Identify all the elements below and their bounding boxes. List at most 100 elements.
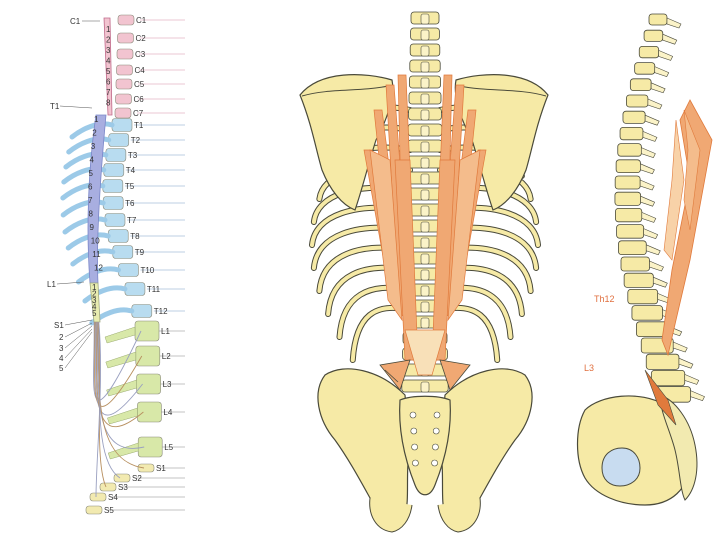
outer-label-l1: L1 [47,280,56,289]
outer-label-s1: S1 [54,321,64,330]
vertebral-body [118,15,134,25]
outer-label-s3: 3 [59,344,64,353]
lateral-vertebral-body [615,176,640,189]
mid-spinous-process [421,382,429,392]
vertebra-label-t7: T7 [127,216,137,225]
lateral-spinous-process [650,261,664,271]
lateral-spinous-process [685,374,699,384]
lateral-vertebral-body [618,241,646,255]
right-ilium [440,369,532,516]
thoracic-segment-number: 12 [94,264,103,273]
vertebra-label-l4: L4 [163,408,172,417]
outer-label-s5: 5 [59,364,64,373]
vertebra-label-t3: T3 [128,151,138,160]
lateral-spinous-process [644,229,658,239]
lateral-vertebral-body [620,127,643,139]
left-ilium [318,369,410,516]
cervical-segment-number: 7 [106,88,111,97]
thoracic-segment-number: 11 [92,250,101,259]
mid-spinous-process [421,30,429,40]
vertebra-label-t1: T1 [134,121,144,130]
vertebra-label-t12: T12 [154,307,168,316]
mid-spinous-process [421,62,429,72]
outer-label-s4: 4 [59,354,64,363]
mid-spinous-process [421,142,429,152]
vertebra-label-l5: L5 [164,443,173,452]
vertebral-body [136,346,160,366]
lateral-vertebral-body [617,225,644,239]
vertebra-label-c3: C3 [135,50,146,59]
vertebra-label-c7: C7 [133,109,144,118]
sacral-foramen [432,444,438,450]
lateral-vertebral-body [649,14,667,25]
vertebra-label-s5: S5 [104,506,114,515]
lateral-vertebral-body [623,111,645,123]
lateral-vertebral-body [632,306,663,321]
mid-spinous-process [421,286,429,296]
mid-spinous-process [421,190,429,200]
vertebra-label-l3: L3 [163,380,172,389]
label-l3: L3 [584,363,594,373]
lateral-spinous-process [663,34,677,44]
vertebra-label-t4: T4 [126,166,136,175]
vertebral-body [90,493,106,501]
vertebral-body [86,506,102,514]
lateral-vertebral-body [644,30,663,41]
outer-label-s2: 2 [59,333,64,342]
mid-spinous-process [421,110,429,120]
cervical-segment-number: 3 [106,46,111,55]
lateral-spinous-process [642,212,656,222]
lateral-spinous-process [691,391,705,401]
lateral-vertebral-body [626,95,648,107]
lateral-vertebral-body [621,257,650,271]
mid-spinous-process [421,158,429,168]
vertebral-body [105,214,125,227]
vertebral-body [138,464,154,472]
spinous-process [106,352,136,368]
posterior-skeleton-with-erector-spinae [300,12,548,532]
sacral-foramen [433,428,439,434]
lateral-spinous-process [659,50,673,60]
outer-label-t1: T1 [50,102,60,111]
mid-spinous-process [421,238,429,248]
vertebral-body [118,33,134,43]
vertebral-body [115,108,131,118]
lateral-spinous-process [651,83,665,93]
spinous-process [108,443,138,459]
thoracic-segment-number: 8 [89,210,94,219]
cervical-segment-number: 1 [106,25,111,34]
vertebral-body [103,197,123,210]
vertebra-label-s1: S1 [156,464,166,473]
mid-spinous-process [421,302,429,312]
lateral-muscle-bands [662,100,712,355]
lumbar-segment-number: 5 [92,309,97,318]
thoracic-segment-number: 4 [89,156,94,165]
vertebral-body [117,49,133,59]
lateral-spine-view: Th12 L3 [578,14,713,505]
sacral-foramen [412,460,418,466]
sacral-foramen [411,428,417,434]
sacral-foramen [434,412,440,418]
thoracic-segment-number: 7 [88,196,93,205]
vertebra-label-s3: S3 [118,483,128,492]
lateral-vertebral-body [628,289,658,303]
mid-spinous-process [421,254,429,264]
sacral-foramen [432,460,438,466]
lateral-spinous-process [648,99,662,109]
vertebral-body [116,79,132,89]
vertebral-body [125,283,145,296]
vertebral-body [135,321,159,341]
vertebra-label-t8: T8 [130,232,140,241]
lateral-vertebral-body [646,354,679,369]
vertebra-label-c1: C1 [136,16,147,25]
lateral-vertebral-body [630,79,651,91]
lateral-vertebral-body [615,208,641,221]
lateral-acetabulum [602,448,640,486]
mid-spinous-process [421,46,429,56]
mid-spinous-process [421,94,429,104]
lateral-spinous-process [645,115,659,125]
mid-spinous-process [421,126,429,136]
mid-spinous-process [421,270,429,280]
thoracic-segment-number: 9 [89,223,94,232]
